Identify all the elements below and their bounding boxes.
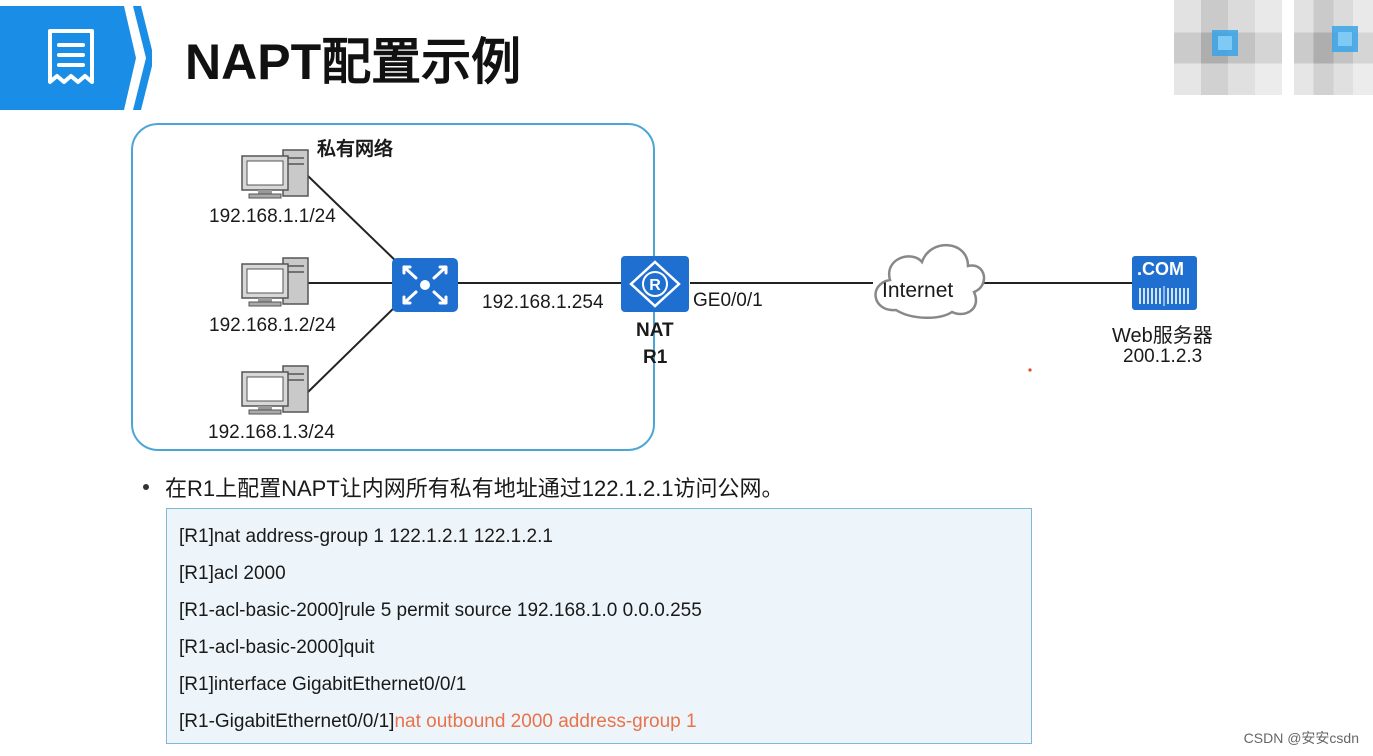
private-network-label: 私有网络 [317,139,394,160]
watermark: CSDN @安安csdn [1243,730,1359,746]
command-line: [R1]acl 2000 [179,563,286,584]
web-server-icon [1132,256,1197,310]
task-description: 在R1上配置NAPT让内网所有私有地址通过122.1.2.1访问公网。 [143,471,784,503]
task-text: 在R1上配置NAPT让内网所有私有地址通过122.1.2.1访问公网。 [165,476,784,501]
router-icon: R [621,256,689,312]
server-badge: .COM [1137,259,1184,279]
host-ip-label: 192.168.1.3/24 [208,422,335,443]
router-name-label: R1 [643,347,668,368]
outside-interface-label: GE0/0/1 [693,290,763,311]
server-ip-label: 200.1.2.3 [1123,346,1203,367]
page-title: NAPT配置示例 [185,34,522,90]
svg-text:R: R [649,277,661,294]
bullet-dot [143,484,149,491]
link-host3-switch [307,301,401,393]
host-ip-label: 192.168.1.1/24 [209,206,336,227]
inside-interface-ip: 192.168.1.254 [482,292,604,313]
pc-icon [241,365,309,415]
command-line: [R1-GigabitEthernet0/0/1]nat outbound 20… [179,711,697,732]
highlighted-command: nat outbound 2000 address-group 1 [394,711,697,732]
command-line: [R1-acl-basic-2000]quit [179,637,375,658]
switch-icon [392,258,458,312]
header-banner [0,6,152,110]
server-name-label: Web服务器 [1112,325,1213,347]
internet-label: Internet [882,279,954,302]
pc-icon [241,149,309,199]
pixelated-thumbnail [1174,0,1282,95]
pixelated-thumbnail [1294,0,1373,95]
pc-icon [241,257,309,307]
command-line: [R1]interface GigabitEthernet0/0/1 [179,674,467,695]
host-ip-label: 192.168.1.2/24 [209,315,336,336]
internet-cloud-icon [874,244,986,319]
document-list-icon [46,28,96,88]
command-line: [R1]nat address-group 1 122.1.2.1 122.1.… [179,526,553,547]
command-box: [R1]nat address-group 1 122.1.2.1 122.1.… [166,508,1032,744]
router-nat-label: NAT [636,320,674,341]
link-host1-switch [307,175,401,266]
command-line: [R1-acl-basic-2000]rule 5 permit source … [179,600,702,621]
network-diagram: R 私有网络 192.168.1.1/24 192.168.1.2/24 192… [131,123,1213,451]
